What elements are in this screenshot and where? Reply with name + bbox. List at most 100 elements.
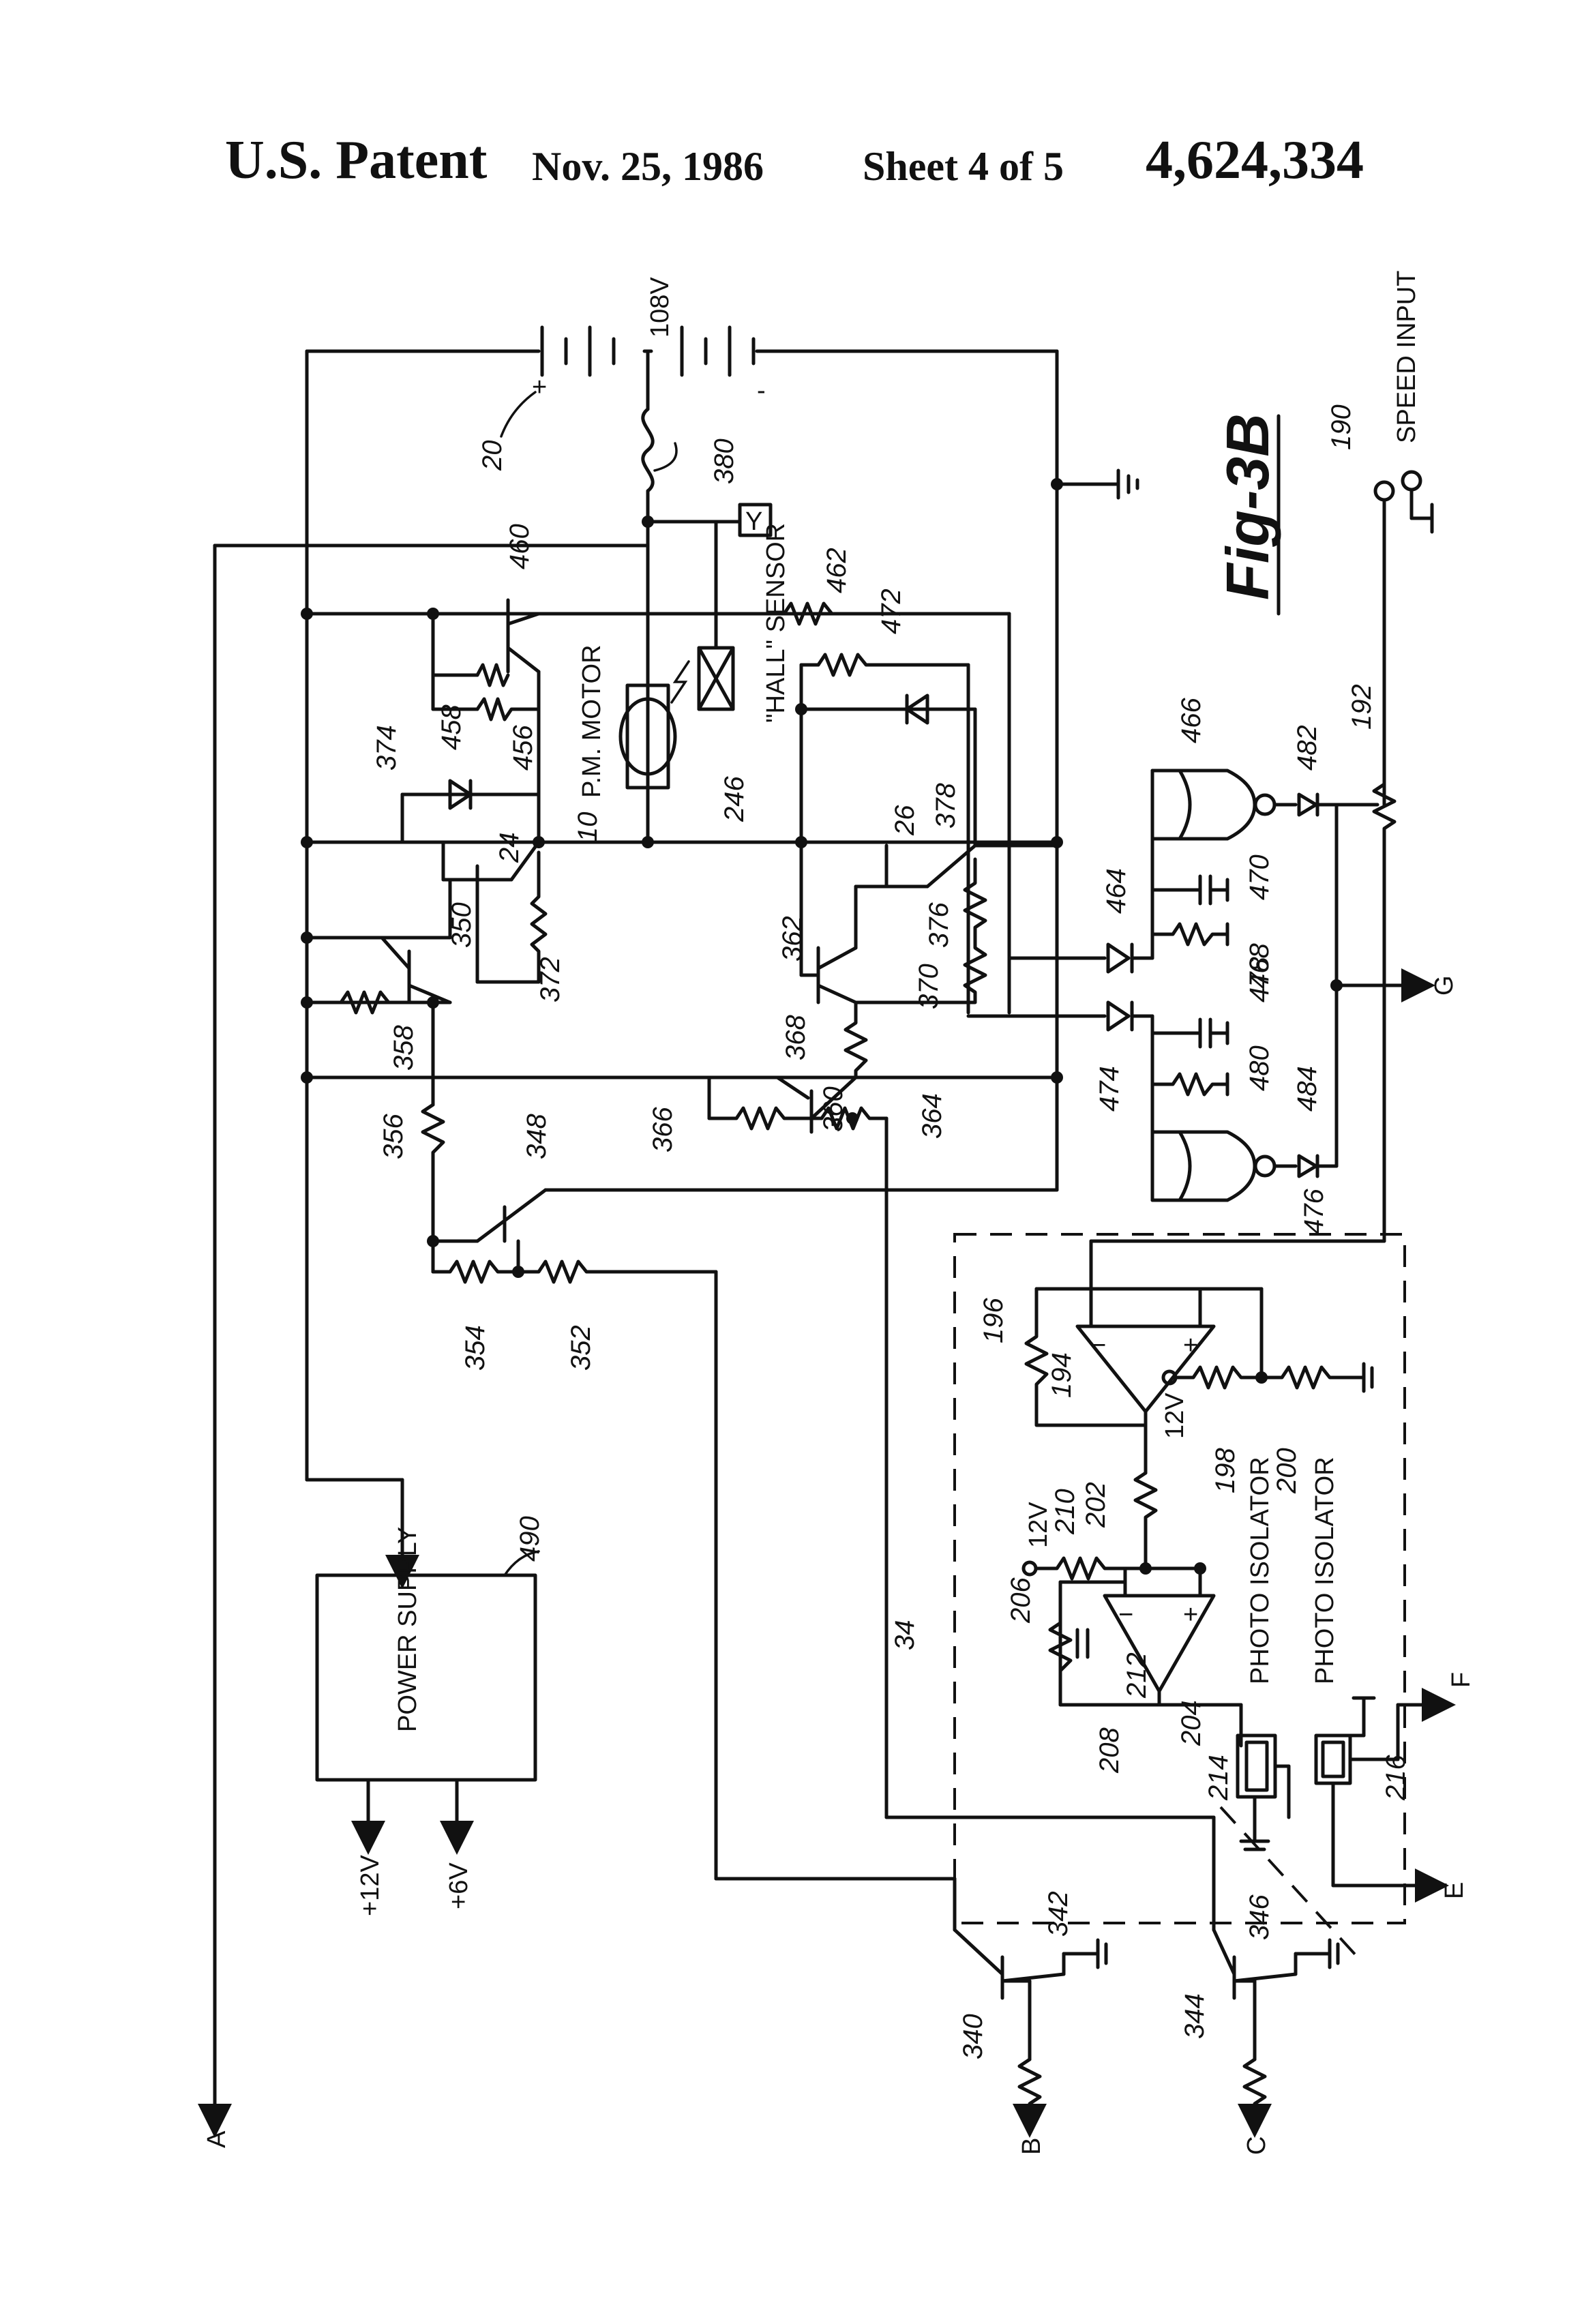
ref-20: 20 [477, 441, 507, 472]
op-amp-194: − + 194 196 [979, 1289, 1262, 1473]
svg-text:−: − [1118, 1600, 1133, 1629]
supply-12v-1: 12V [1161, 1392, 1189, 1439]
ref-378: 378 [931, 783, 961, 829]
ref-370: 370 [914, 964, 944, 1009]
ref-368: 368 [781, 1015, 811, 1060]
speed-input-label: SPEED INPUT [1392, 271, 1421, 443]
ref-352: 352 [566, 1325, 596, 1371]
node-y: Y [745, 507, 762, 536]
resistor-354: 354 [433, 1262, 518, 1371]
resistor-370: 370 [856, 938, 985, 1009]
hall-label: "HALL" SENSOR [762, 523, 790, 723]
ref-474: 474 [1094, 1066, 1124, 1112]
nor-gate-466: 466 [1152, 698, 1274, 958]
ref-364: 364 [917, 1093, 947, 1139]
ref-192: 192 [1347, 684, 1377, 730]
capacitor-478: 478 [1152, 957, 1274, 1047]
ref-190: 190 [1326, 404, 1356, 450]
ref-458: 458 [436, 704, 466, 750]
resistor-210: 12V 210 [1024, 1489, 1206, 1579]
resistor-352: 352 [518, 1262, 716, 1371]
terminal-e: E [1440, 1882, 1469, 1899]
out-plus12: +12V [356, 1855, 385, 1916]
ref-366: 366 [648, 1107, 678, 1152]
diode-484 [1275, 1156, 1337, 1176]
op-amp-212: − + 206 212 204 208 [1006, 1568, 1214, 1774]
ref-194: 194 [1047, 1352, 1077, 1398]
ref-354: 354 [460, 1325, 490, 1371]
photo-isolator-214: PHOTO ISOLATOR 214 [1204, 1457, 1289, 1849]
ref-358: 358 [389, 1025, 419, 1071]
ref-472: 472 [876, 589, 906, 634]
svg-text:−: − [1091, 1331, 1106, 1360]
ref-196: 196 [979, 1298, 1009, 1343]
ref-380: 380 [709, 438, 739, 484]
resistor-202: 202 [1081, 1473, 1156, 1568]
ref-350: 350 [447, 902, 477, 948]
pm-motor: P.M. MOTOR 10 [573, 644, 675, 842]
ref-478: 478 [1244, 957, 1274, 1002]
ref-200: 200 [1272, 1448, 1302, 1494]
capacitor-470: 470 [1152, 854, 1274, 904]
resistor-368: 368 [781, 1002, 866, 1077]
resistor-376: 376 [924, 859, 985, 948]
resistor-472: 472 [801, 589, 968, 675]
ref-214: 214 [1204, 1755, 1234, 1801]
ref-344: 344 [1180, 1993, 1210, 2039]
ref-246: 246 [719, 776, 749, 822]
ref-482: 482 [1292, 725, 1322, 771]
ref-376: 376 [924, 902, 954, 948]
power-supply-label: POWER SUPPLY [393, 1527, 422, 1732]
ref-10: 10 [573, 812, 603, 843]
resistor-356: 356 [378, 1105, 443, 1241]
resistor-458: 458 456 [433, 675, 539, 771]
ref-466: 466 [1176, 698, 1206, 743]
ref-460: 460 [505, 524, 535, 569]
ref-34: 34 [890, 1620, 920, 1651]
ref-198: 198 [1210, 1448, 1240, 1493]
resistor-366: 366 [648, 1107, 811, 1152]
battery-voltage: 108V [646, 277, 674, 338]
terminal-f: F [1447, 1672, 1476, 1688]
battery-plus: + [532, 373, 547, 402]
ref-464: 464 [1101, 868, 1131, 914]
power-supply-490: POWER SUPPLY 490 +12V +6V [307, 1480, 545, 1916]
ref-484: 484 [1292, 1066, 1322, 1112]
resistor-358: 358 [307, 992, 433, 1071]
ref-206: 206 [1006, 1577, 1036, 1624]
motor-label: P.M. MOTOR [578, 644, 606, 798]
ref-216: 216 [1381, 1755, 1411, 1801]
ground-symbol [1057, 471, 1137, 498]
ref-374: 374 [372, 725, 402, 771]
photo-isolator-216: PHOTO ISOLATOR 216 E F [1311, 1457, 1476, 1899]
ref-26: 26 [890, 805, 920, 836]
terminal-a: A [203, 2130, 231, 2148]
battery-minus: - [757, 376, 766, 405]
terminal-b: B [1017, 2138, 1046, 2155]
transistor-348: 348 [433, 1114, 552, 1272]
terminal-c: C [1242, 2136, 1271, 2155]
diode-464: 464 [1009, 868, 1152, 972]
ref-462: 462 [822, 548, 852, 593]
ref-24: 24 [494, 833, 524, 864]
ref-480: 480 [1244, 1045, 1274, 1091]
transistor-346: 346 344 C [1180, 1894, 1338, 2155]
ref-346: 346 [1244, 1894, 1274, 1940]
out-plus6: +6V [445, 1862, 473, 1909]
ref-362: 362 [777, 916, 807, 962]
ref-210: 210 [1050, 1489, 1080, 1535]
ref-356: 356 [378, 1114, 408, 1159]
ref-456: 456 [508, 725, 538, 771]
nor-gate-476: 476 [1152, 1016, 1329, 1234]
ref-202: 202 [1081, 1482, 1111, 1528]
ref-212: 212 [1122, 1652, 1152, 1699]
photo-isolator-label-2: PHOTO ISOLATOR [1311, 1457, 1339, 1684]
figure-title: Fig-3B [1214, 413, 1281, 600]
ref-470: 470 [1244, 854, 1274, 900]
photo-isolator-label-1: PHOTO ISOLATOR [1246, 1457, 1274, 1684]
ref-340: 340 [958, 2014, 988, 2059]
ref-476: 476 [1299, 1189, 1329, 1234]
svg-text:+: + [1183, 1600, 1198, 1629]
